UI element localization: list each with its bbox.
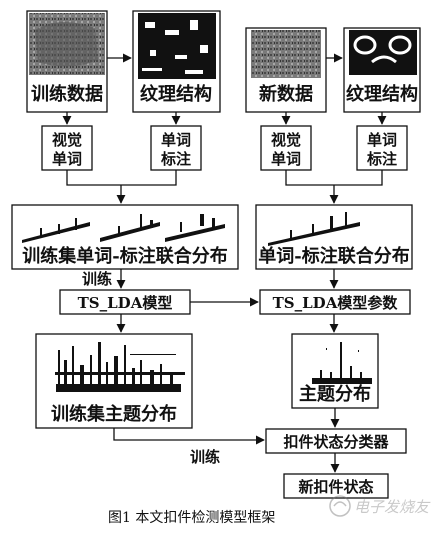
joint-right-plot <box>268 212 360 246</box>
svg-text:单词: 单词 <box>161 131 191 149</box>
svg-text:单词: 单词 <box>367 131 397 149</box>
svg-text:TS_LDA模型参数: TS_LDA模型参数 <box>273 294 399 312</box>
word-annot-left-box: 单词 标注 <box>150 125 202 171</box>
train-label-top: 训练 <box>82 270 112 288</box>
classifier-box: 扣件状态分类器 <box>265 428 407 454</box>
svg-text:单词: 单词 <box>52 150 82 168</box>
lda-model-box: TS_LDA模型 <box>59 289 191 315</box>
topic-left-label: 训练集主题分布 <box>51 403 177 425</box>
svg-text:TS_LDA模型: TS_LDA模型 <box>78 294 173 312</box>
svg-text:新扣件状态: 新扣件状态 <box>298 478 373 496</box>
lda-params-box: TS_LDA模型参数 <box>259 289 411 315</box>
texture-left-box: 纹理结构 <box>132 10 221 113</box>
joint-left-label: 训练集单词-标注联合分布 <box>22 245 227 267</box>
output-box: 新扣件状态 <box>283 473 389 499</box>
joint-left-box: 训练集单词-标注联合分布 <box>11 204 239 270</box>
word-annot-right-box: 单词 标注 <box>356 125 408 171</box>
svg-text:标注: 标注 <box>366 150 397 168</box>
texture-right-box: 纹理结构 <box>343 27 421 113</box>
joint-right-label: 单词-标注联合分布 <box>258 245 409 267</box>
figure-caption: 图1 本文扣件检测模型框架 <box>108 510 275 526</box>
topic-right-label: 主题分布 <box>299 383 371 405</box>
new-data-label: 新数据 <box>259 83 313 105</box>
svg-text:视觉: 视觉 <box>52 131 82 149</box>
train-label-bottom: 训练 <box>190 448 220 466</box>
joint-left-plot <box>22 214 225 243</box>
new-data-box: 新数据 <box>245 27 327 113</box>
texture-left-label: 纹理结构 <box>140 83 212 105</box>
svg-text:视觉: 视觉 <box>271 131 301 149</box>
watermark: 电子发烧友 <box>329 495 431 517</box>
svg-text:扣件状态分类器: 扣件状态分类器 <box>283 433 389 451</box>
svg-text:单词: 单词 <box>271 150 301 168</box>
svg-text:标注: 标注 <box>160 150 191 168</box>
train-data-label: 训练数据 <box>31 83 103 105</box>
new-data-photo <box>251 30 321 78</box>
topic-right-plot <box>312 342 372 384</box>
topic-left-plot <box>55 342 185 392</box>
joint-right-box: 单词-标注联合分布 <box>255 204 413 270</box>
topic-right-box: 主题分布 <box>291 333 379 409</box>
topic-left-box: 训练集主题分布 <box>35 333 193 429</box>
visual-word-right-box: 视觉 单词 <box>260 125 312 171</box>
train-data-box: 训练数据 <box>26 10 108 113</box>
svg-text:电子发烧友: 电子发烧友 <box>354 498 431 516</box>
visual-word-left-box: 视觉 单词 <box>41 125 93 171</box>
texture-right-label: 纹理结构 <box>346 83 418 105</box>
